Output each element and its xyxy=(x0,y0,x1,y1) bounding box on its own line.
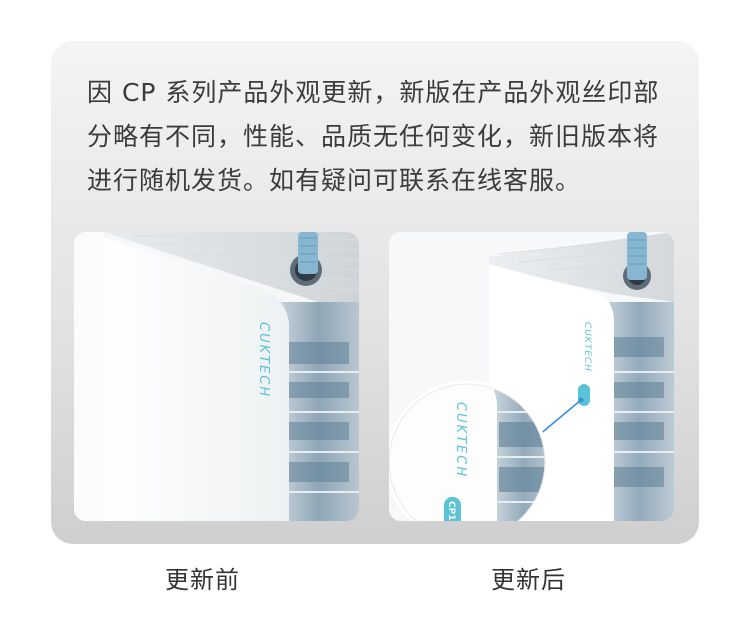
notice-text: 因 CP 系列产品外观更新，新版在产品外观丝印部分略有不同，性能、品质无任何变化… xyxy=(87,78,660,195)
after-model-badge-small xyxy=(578,384,590,406)
before-brand-print: CUKTECH xyxy=(256,322,271,398)
before-caption: 更新前 xyxy=(165,566,240,594)
before-product-photo: CUKTECH xyxy=(74,232,359,521)
after-product-photo: CUKTECH xyxy=(389,232,674,521)
callout-line xyxy=(538,399,582,436)
after-brand-print-small: CUKTECH xyxy=(582,322,592,372)
after-model-badge-zoom: CP13 xyxy=(446,501,456,521)
after-caption: 更新后 xyxy=(491,566,566,594)
notice-card: 因 CP 系列产品外观更新，新版在产品外观丝印部分略有不同，性能、品质无任何变化… xyxy=(51,41,699,544)
magnifier-lens: CUKTECH CP13 xyxy=(389,384,545,521)
after-brand-print-zoom: CUKTECH xyxy=(453,402,468,478)
